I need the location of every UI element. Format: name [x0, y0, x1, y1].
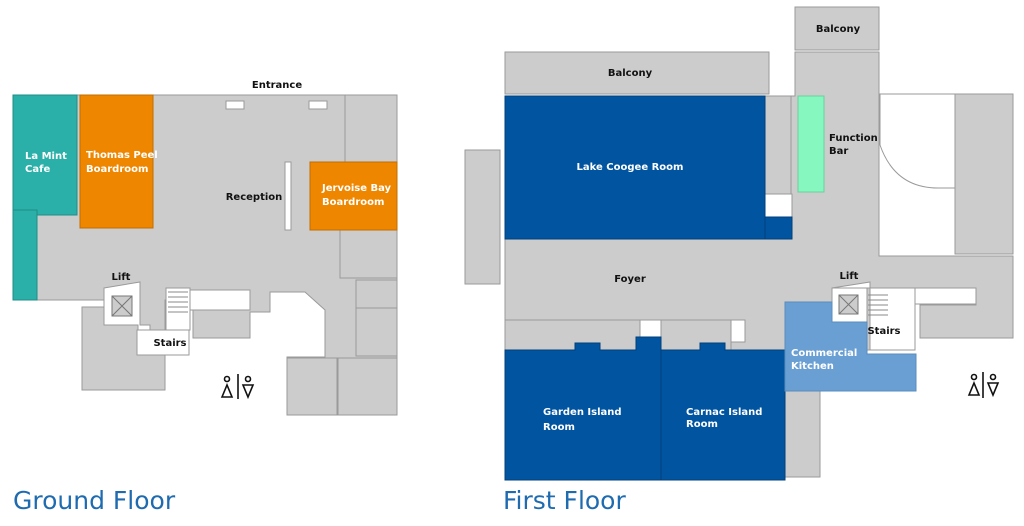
ground-floor-title: Ground Floor: [13, 486, 176, 515]
lift-stairs-area: [831, 281, 916, 351]
room-la-mint-cafe[interactable]: [12, 94, 78, 216]
ground-room: [344, 94, 398, 163]
ground-room: [286, 357, 338, 416]
room-garden-island[interactable]: [504, 336, 662, 481]
stairs-area: [136, 329, 190, 356]
first-room: [504, 319, 641, 351]
la-mint-label: La Mint: [25, 151, 67, 162]
ground-room: [337, 357, 398, 416]
la-mint-label: Cafe: [25, 164, 50, 175]
thomas-peel-label: Boardroom: [86, 164, 148, 175]
entrance-label: Entrance: [252, 80, 302, 91]
carnac-island-label: Room: [686, 419, 718, 430]
first-room-left: [464, 149, 501, 285]
garden-island-label: Garden Island: [543, 407, 622, 418]
jervoise-bay-label: Jervoise Bay: [321, 183, 392, 194]
function-bar-label: Function: [829, 133, 878, 144]
stairs-area: [165, 287, 191, 331]
ground-room: [355, 307, 398, 357]
stairs-label: Stairs: [153, 338, 186, 349]
ground-room: [355, 279, 398, 309]
lift-icon: [111, 295, 133, 317]
lift-icon: [838, 294, 859, 315]
first-room: [660, 319, 732, 351]
stairs-icon: [168, 291, 188, 313]
room-thomas-peel-boardroom[interactable]: [79, 94, 154, 229]
room-lake-coogee[interactable]: [504, 95, 766, 240]
balcony-top-label: Balcony: [816, 24, 861, 35]
toilets-icon: [967, 372, 1000, 398]
room-lake-coogee-annex: [764, 216, 793, 240]
room-jervoise-bay-boardroom[interactable]: [309, 161, 398, 231]
balcony-top[interactable]: [794, 6, 880, 51]
balcony[interactable]: [504, 51, 770, 95]
room-la-mint-cafe-annex: [12, 209, 38, 301]
ground-corridor: [189, 289, 251, 311]
reception-label: Reception: [226, 192, 283, 203]
thomas-peel-label: Thomas Peel: [86, 150, 158, 161]
foyer-label: Foyer: [614, 274, 646, 285]
room-carnac-island[interactable]: [660, 342, 786, 481]
stairs-label: Stairs: [867, 326, 900, 337]
first-void: [764, 193, 793, 218]
ground-room: [339, 229, 398, 279]
lake-coogee-label: Lake Coogee Room: [577, 162, 684, 173]
garden-island-label: Room: [543, 422, 575, 433]
balcony-label: Balcony: [608, 68, 653, 79]
ground-floor-plan: Entrance Reception Lift Stairs La Mint C…: [12, 80, 398, 416]
first-floor-title: First Floor: [503, 486, 626, 515]
first-floor-plan: Balcony Balcony Foyer Lift Stairs Lake C…: [464, 6, 1014, 481]
commercial-kitchen-label: Commercial: [791, 348, 857, 359]
jervoise-bay-label: Boardroom: [322, 197, 384, 208]
entrance-door: [308, 100, 328, 110]
commercial-kitchen-label: Kitchen: [791, 361, 834, 372]
first-room-right: [954, 93, 1014, 255]
function-bar[interactable]: [797, 95, 825, 193]
room-commercial-kitchen[interactable]: [784, 301, 917, 392]
first-storage: [764, 95, 792, 195]
lift-label: Lift: [112, 272, 131, 283]
first-corridor: [914, 287, 977, 305]
entrance-door: [225, 100, 245, 110]
function-bar-label: Bar: [829, 146, 848, 157]
lift-label: Lift: [840, 271, 859, 282]
carnac-island-label: Carnac Island: [686, 407, 762, 418]
reception-desk: [284, 161, 292, 231]
toilets-icon: [220, 374, 255, 400]
first-void: [729, 319, 746, 343]
first-open-area: [879, 93, 956, 189]
stairs-icon: [868, 294, 888, 316]
